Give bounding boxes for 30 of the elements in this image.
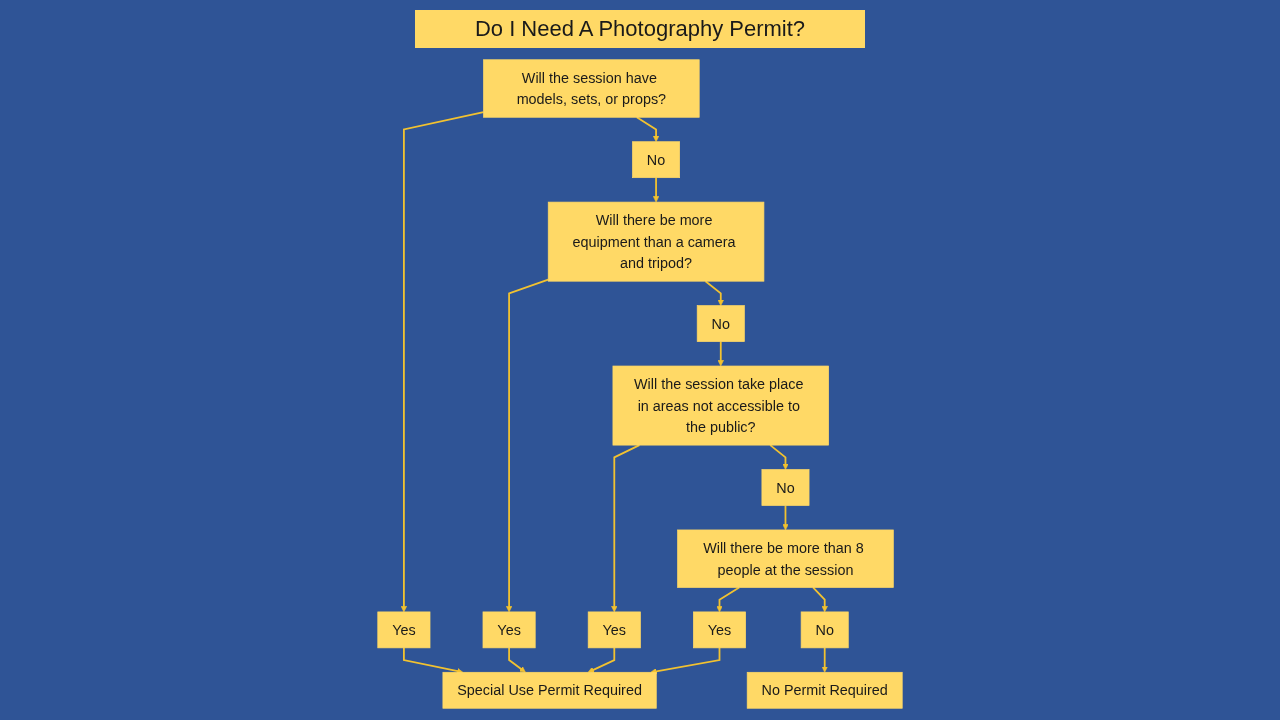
- arrow: [704, 280, 724, 306]
- node-box: Yes: [693, 611, 746, 649]
- arrow: [650, 646, 721, 675]
- arrow: [652, 176, 660, 203]
- node-box: No Permit Required: [746, 671, 903, 709]
- arrow: [821, 646, 828, 673]
- arrow: [812, 586, 828, 613]
- arrow: [717, 340, 724, 367]
- node-box: No: [696, 305, 745, 342]
- node-box: No: [800, 611, 849, 649]
- arrow: [587, 646, 616, 673]
- arrow: [769, 444, 789, 470]
- arrow: [716, 586, 741, 613]
- node-box: Special Use Permit Required: [442, 671, 657, 709]
- node-box: No: [761, 469, 810, 506]
- node-box: Will there be more than 8 people at the session: [677, 529, 894, 588]
- node-box: Will the session take place in areas not accessible to the public?: [612, 365, 829, 446]
- arrow: [782, 504, 789, 531]
- node-box: Will the session have models, sets, or props?: [483, 59, 700, 118]
- node-box: Yes: [587, 611, 641, 649]
- node-box: Yes: [482, 611, 536, 649]
- arrow: [400, 111, 485, 613]
- title: Do I Need A Photography Permit?: [414, 10, 866, 48]
- node-box: No: [632, 141, 680, 178]
- arrow: [508, 646, 526, 673]
- node-box: Yes: [377, 611, 431, 649]
- node-box: Will there be more equipment than a camera and tripod?: [547, 201, 765, 282]
- arrow: [505, 278, 550, 613]
- arrow: [611, 444, 641, 613]
- arrow: [635, 116, 660, 142]
